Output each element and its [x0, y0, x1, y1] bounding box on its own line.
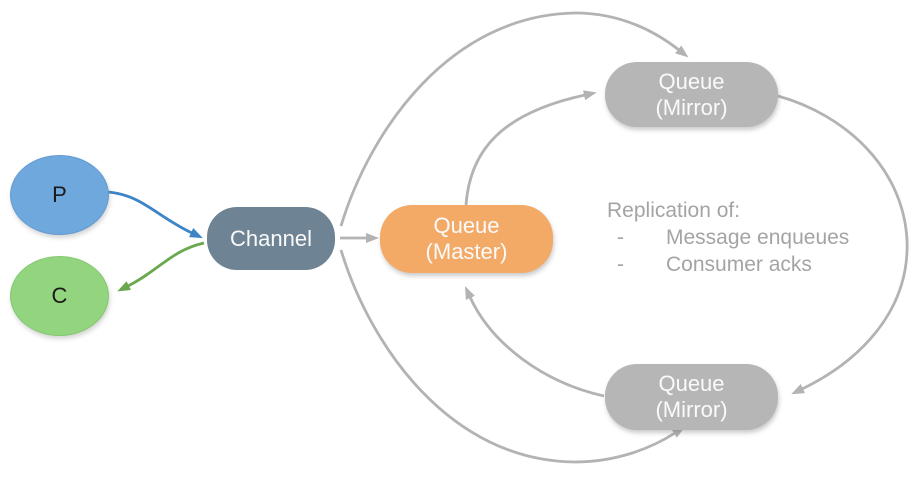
replication-note-item: - Consumer acks [607, 251, 917, 278]
channel-label: Channel [230, 225, 312, 251]
queue-mirror-top-label-line2: (Mirror) [655, 94, 728, 120]
arrow-channel-to-consumer [117, 241, 205, 292]
producer-label: P [52, 182, 67, 207]
arrow-queue-master-to-queue-mirror-top [464, 90, 597, 206]
replication-note-item: - Message enqueues [607, 224, 917, 251]
arrow-queue-mirror-top-to-queue-mirror-bottom [777, 94, 909, 395]
queue-mirror-bottom-label-line1: Queue [658, 371, 725, 396]
queue-master-label-line2: (Master) [425, 239, 508, 264]
bullet-dash: - [617, 226, 624, 249]
queue-mirror-bottom-label-line2: (Mirror) [655, 397, 728, 422]
producer-node: P [10, 155, 109, 235]
queue-master-label-line1: Queue [433, 213, 500, 238]
replication-note: Replication of: - Message enqueues - Con… [607, 197, 917, 278]
arrow-queue-mirror-bottom-to-queue-master [464, 286, 605, 398]
arrow-channel-to-queue-mirror-top [339, 11, 689, 227]
consumer-label: C [51, 283, 68, 308]
replication-note-item-label: Consumer acks [666, 253, 812, 276]
queue-mirror-bottom-node: Queue (Mirror) [605, 364, 778, 430]
queue-mirror-top-label-line1: Queue [658, 68, 725, 94]
consumer-node: C [10, 256, 109, 336]
arrow-channel-to-queue-mirror-bottom [339, 249, 686, 464]
bullet-dash: - [617, 253, 624, 276]
replication-note-title: Replication of: [607, 199, 741, 222]
queue-master-node: Queue (Master) [380, 205, 553, 273]
arrow-producer-to-channel [107, 190, 203, 239]
queue-mirror-top-node: Queue (Mirror) [605, 62, 778, 127]
replication-note-item-label: Message enqueues [666, 226, 850, 249]
channel-node: Channel [207, 207, 335, 270]
